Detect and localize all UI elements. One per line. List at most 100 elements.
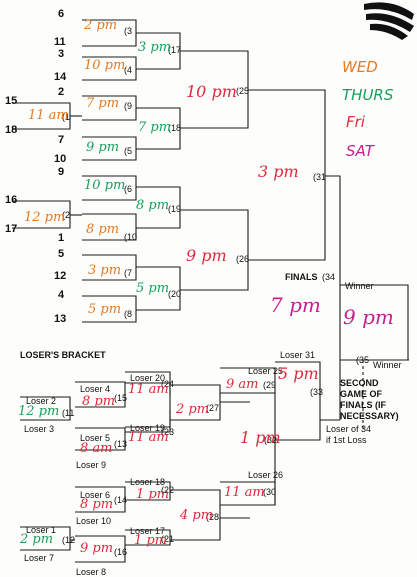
time-game-6: 10 pm <box>84 178 126 193</box>
time-game-9: 7 pm <box>86 96 120 111</box>
second-game-2: GAME OF <box>340 389 382 399</box>
game-23: (23 <box>161 427 175 437</box>
game-4: (4 <box>124 65 133 75</box>
loser-20-label: Loser 20 <box>130 373 166 383</box>
game-31: (31 <box>313 172 327 182</box>
if-first-loss-label: if 1st Loss <box>326 435 367 445</box>
time-game-10: 8 pm <box>86 222 120 237</box>
legend-wed: WED <box>342 58 378 76</box>
loser-7-label: Loser 7 <box>24 553 55 563</box>
seed-17: 17 <box>5 223 18 235</box>
time-game-8: 5 pm <box>88 302 122 317</box>
loser-5-label: Loser 5 <box>80 433 111 443</box>
game-6: (6 <box>124 184 133 194</box>
time-game-13: 8 am <box>80 441 113 456</box>
game-24: (24 <box>161 379 175 389</box>
game-35: (35 <box>356 355 370 365</box>
time-game-18: 7 pm <box>138 120 172 135</box>
game-13: (13 <box>114 439 128 449</box>
game-5: (5 <box>124 146 133 156</box>
game-17: (17 <box>168 45 182 55</box>
game-25: (25 <box>236 86 250 96</box>
time-game-11: 12 pm <box>18 404 60 419</box>
loser-8-label: Loser 8 <box>76 567 107 577</box>
loser-3-label: Loser 3 <box>24 424 55 434</box>
time-game-34: 7 pm <box>270 293 321 317</box>
time-game-30: 11 am <box>224 485 265 500</box>
game-29: (29 <box>263 380 277 390</box>
time-game-33: 5 pm <box>278 364 319 383</box>
seed-5: 5 <box>58 248 65 260</box>
loser-18-label: Loser 18 <box>130 477 166 487</box>
time-game-31: 3 pm <box>258 162 299 181</box>
time-game-35: 9 pm <box>343 305 394 329</box>
time-game-3: 2 pm <box>84 18 118 33</box>
seed-15: 15 <box>5 95 18 107</box>
game-30: (30 <box>263 487 277 497</box>
game-9: (9 <box>124 101 133 111</box>
game-22: (22 <box>161 485 175 495</box>
game-27: (27 <box>206 403 220 413</box>
winner-label-2: Winner <box>373 360 402 370</box>
time-game-27: 2 pm <box>176 402 210 417</box>
second-game-3: FINALS (IF <box>340 400 386 410</box>
game-11: (11 <box>62 408 75 418</box>
game-26: (26 <box>236 254 250 264</box>
game-19: (19 <box>168 204 182 214</box>
legend-thurs: THURS <box>342 86 394 104</box>
loser-19-label: Loser 19 <box>130 423 166 433</box>
game-28: (28 <box>206 512 220 522</box>
finals-label: FINALS <box>285 272 318 282</box>
loser-10-label: Loser 10 <box>76 516 112 526</box>
game-20: (20 <box>168 289 182 299</box>
time-game-1: 11 am <box>28 108 69 123</box>
second-game-4: NECESSARY) <box>340 411 399 421</box>
seed-12: 12 <box>54 270 67 282</box>
time-game-12: 2 pm <box>20 532 54 547</box>
loser-34-label: Loser of 34 <box>326 424 372 434</box>
time-game-32: 1 pm <box>240 428 281 447</box>
seed-9: 9 <box>58 166 65 178</box>
game-15: (15 <box>114 393 128 403</box>
loser-1-label: Loser 1 <box>26 525 57 535</box>
losers-bracket-title: LOSER'S BRACKET <box>20 350 106 360</box>
loser-2-label: Loser 2 <box>26 396 57 406</box>
seed-16: 16 <box>5 194 18 206</box>
time-game-17: 3 pm <box>138 40 172 55</box>
time-game-15: 8 pm <box>82 394 116 409</box>
game-18: (18 <box>168 123 182 133</box>
time-game-29: 9 am <box>226 377 259 392</box>
game-1: (1 <box>62 112 71 122</box>
seed-6: 6 <box>58 8 65 20</box>
loser-9-label: Loser 9 <box>76 460 107 470</box>
game-32: (32 <box>264 435 278 445</box>
loser-17-label: Loser 17 <box>130 526 166 536</box>
legend-sat: SAT <box>346 142 374 160</box>
time-game-21: 1 pm <box>134 533 168 548</box>
seed-1: 1 <box>58 232 65 244</box>
seed-2: 2 <box>58 86 65 98</box>
time-game-16: 9 pm <box>80 541 114 556</box>
time-game-20: 5 pm <box>136 281 170 296</box>
game-3: (3 <box>124 26 133 36</box>
time-game-2: 12 pm <box>24 210 66 225</box>
seed-18: 18 <box>5 124 18 136</box>
time-game-14: 8 pm <box>80 497 114 512</box>
loser-31-label: Loser 31 <box>280 350 316 360</box>
time-game-25: 10 pm <box>186 82 237 101</box>
game-14: (14 <box>114 495 128 505</box>
loser-25-label: Loser 25 <box>248 366 284 376</box>
time-game-7: 3 pm <box>88 263 122 278</box>
loser-26-label: Loser 26 <box>248 470 284 480</box>
second-game-1: SECOND <box>340 378 379 388</box>
time-game-19: 8 pm <box>136 198 170 213</box>
time-game-5: 9 pm <box>86 140 120 155</box>
game-33: (33 <box>310 387 324 397</box>
seed-14: 14 <box>54 71 67 83</box>
time-game-24: 11 am <box>128 382 169 397</box>
game-10: (10 <box>124 232 138 242</box>
game-2: (2 <box>62 210 71 220</box>
logo-mark <box>364 2 414 40</box>
seed-13: 13 <box>54 313 67 325</box>
